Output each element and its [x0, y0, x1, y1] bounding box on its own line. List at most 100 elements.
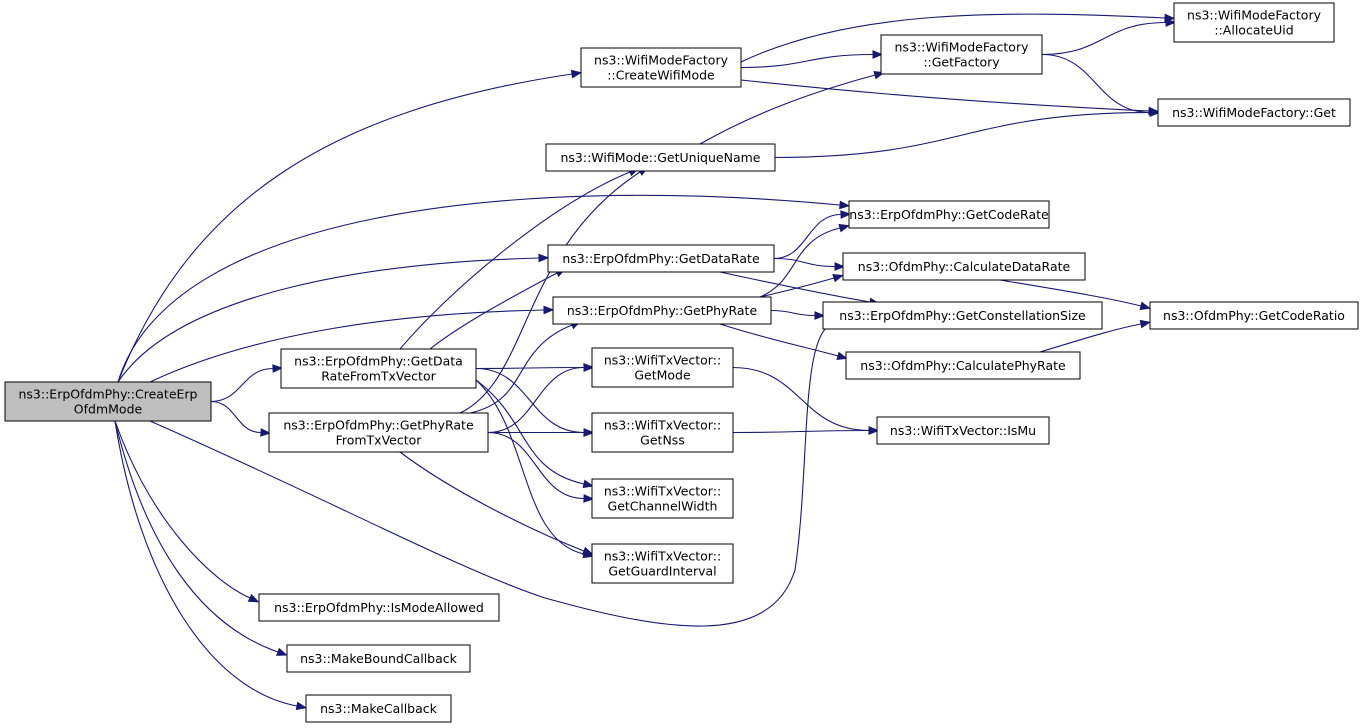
node-getMode[interactable]: ns3::WifiTxVector::GetMode — [591, 347, 734, 388]
edge-line — [117, 257, 540, 383]
node-label-line: ns3::ErpOfdmPhy::IsModeAllowed — [274, 600, 484, 615]
node-codeRatio[interactable]: ns3::OfdmPhy::GetCodeRatio — [1149, 301, 1359, 330]
edge-line — [399, 451, 585, 552]
node-constSize[interactable]: ns3::ErpOfdmPhy::GetConstellationSize — [822, 301, 1103, 330]
node-box — [286, 644, 471, 673]
node-isMu[interactable]: ns3::WifiTxVector::IsMu — [876, 416, 1050, 445]
edge-dataRateFromTx-to-guardInterval — [475, 379, 595, 559]
node-calcPhyRate[interactable]: ns3::OfdmPhy::CalculatePhyRate — [845, 351, 1081, 380]
edge-line — [759, 227, 841, 298]
edge-root-to-makeCallback — [114, 420, 308, 711]
node-box — [545, 143, 776, 172]
node-label-line: ns3::WifiModeFactory — [1187, 8, 1322, 23]
node-label-line: ns3::ErpOfdmPhy::GetPhyRate — [567, 303, 758, 318]
edge-line — [475, 367, 585, 434]
node-getCodeRate[interactable]: ns3::ErpOfdmPhy::GetCodeRate — [848, 200, 1050, 229]
node-label-line: ns3::WifiTxVector:: — [604, 484, 721, 499]
node-box — [1173, 2, 1335, 43]
arrowhead-icon — [247, 593, 260, 603]
arrowhead-icon — [276, 647, 288, 656]
node-getFactory[interactable]: ns3::WifiModeFactory::GetFactory — [880, 34, 1043, 75]
node-channelWidth[interactable]: ns3::WifiTxVector::GetChannelWidth — [591, 478, 734, 519]
node-box — [1157, 98, 1351, 127]
edge-line — [475, 379, 585, 485]
nodes-layer: ns3::ErpOfdmPhy::CreateErpOfdmModens3::W… — [4, 2, 1359, 723]
node-guardInterval[interactable]: ns3::WifiTxVector::GetGuardInterval — [591, 543, 734, 584]
edge-getPhyRate-to-calcPhyRate — [719, 323, 848, 361]
edge-getNss-to-isMu — [732, 426, 880, 435]
edge-getPhyRate-to-calcDataRate — [759, 273, 844, 298]
edge-line — [149, 309, 545, 383]
arrowhead-icon — [834, 262, 846, 271]
arrowhead-icon — [1149, 108, 1161, 117]
arrowhead-icon — [872, 50, 884, 59]
node-box — [580, 47, 742, 88]
edge-phyRateFromTx-to-getMode — [487, 363, 595, 434]
edges-layer — [114, 13, 1177, 711]
edge-phyRateFromTx-to-getNss — [487, 428, 595, 437]
node-label-line: GetMode — [634, 368, 691, 383]
edge-line — [117, 73, 573, 383]
node-label-line: ns3::OfdmPhy::GetCodeRatio — [1163, 308, 1345, 323]
node-label-line: RateFromTxVector — [321, 369, 436, 384]
edge-calcDataRate-to-codeRatio — [999, 279, 1152, 311]
edge-line — [469, 324, 573, 414]
node-label-line: ns3::WifiModeFactory — [594, 53, 729, 68]
edge-line — [114, 420, 298, 707]
node-getDataRate[interactable]: ns3::ErpOfdmPhy::GetDataRate — [547, 244, 775, 273]
edge-dataRateFromTx-to-channelWidth — [475, 379, 595, 489]
node-box — [552, 296, 772, 325]
node-label-line: ns3::WifiTxVector:: — [604, 549, 721, 564]
edge-line — [475, 379, 585, 555]
node-box — [280, 348, 477, 389]
node-createWifiMode[interactable]: ns3::WifiModeFactory::CreateWifiMode — [580, 47, 742, 88]
edge-root-to-isModeAllowed — [114, 420, 260, 603]
node-getNss[interactable]: ns3::WifiTxVector::GetNss — [591, 412, 734, 453]
arrowhead-icon — [582, 479, 595, 489]
node-getUniqueName[interactable]: ns3::WifiMode::GetUniqueName — [545, 143, 776, 172]
edge-line — [773, 257, 836, 268]
node-box — [1149, 301, 1359, 330]
node-getPhyRate[interactable]: ns3::ErpOfdmPhy::GetPhyRate — [552, 296, 772, 325]
edge-getPhyRate-to-getCodeRate — [759, 223, 851, 298]
edge-line — [117, 194, 841, 383]
node-label-line: ns3::ErpOfdmPhy::GetCodeRate — [849, 207, 1049, 222]
node-box — [591, 478, 734, 519]
edge-line — [770, 309, 816, 317]
node-label-line: GetChannelWidth — [608, 499, 718, 514]
edge-line — [1041, 53, 1151, 114]
node-label-line: ::AllocateUid — [1214, 23, 1293, 38]
arrowhead-icon — [538, 253, 550, 263]
node-label-line: ns3::OfdmPhy::CalculatePhyRate — [860, 358, 1066, 373]
node-label-line: ns3::WifiTxVector::IsMu — [890, 423, 1036, 438]
arrowhead-icon — [295, 701, 308, 711]
node-isModeAllowed[interactable]: ns3::ErpOfdmPhy::IsModeAllowed — [258, 593, 500, 622]
node-calcDataRate[interactable]: ns3::OfdmPhy::CalculateDataRate — [842, 252, 1086, 281]
node-makeBound[interactable]: ns3::MakeBoundCallback — [286, 644, 471, 673]
node-box — [4, 381, 212, 422]
edge-line — [114, 420, 279, 653]
node-label-line: ns3::WifiModeFactory::Get — [1172, 105, 1336, 120]
edge-line — [774, 111, 1151, 159]
edge-getDataRate-to-getCodeRate — [773, 210, 852, 260]
arrowhead-icon — [260, 428, 272, 437]
node-box — [305, 694, 452, 723]
node-box — [822, 301, 1103, 330]
node-allocateUid[interactable]: ns3::WifiModeFactory::AllocateUid — [1173, 2, 1335, 43]
edge-line — [759, 277, 835, 298]
arrowhead-icon — [1139, 319, 1152, 329]
node-box — [845, 351, 1081, 380]
node-label-line: ns3::MakeCallback — [320, 701, 438, 716]
edge-root-to-constSize — [149, 319, 842, 627]
arrowhead-icon — [832, 273, 844, 283]
node-label-line: FromTxVector — [336, 433, 423, 448]
node-factoryGet[interactable]: ns3::WifiModeFactory::Get — [1157, 98, 1351, 127]
edge-line — [999, 279, 1142, 307]
edge-line — [459, 171, 641, 414]
node-makeCallback[interactable]: ns3::MakeCallback — [305, 694, 452, 723]
node-label-line: ns3::ErpOfdmPhy::GetDataRate — [562, 251, 760, 266]
node-label-line: ns3::WifiModeFactory — [895, 40, 1030, 55]
